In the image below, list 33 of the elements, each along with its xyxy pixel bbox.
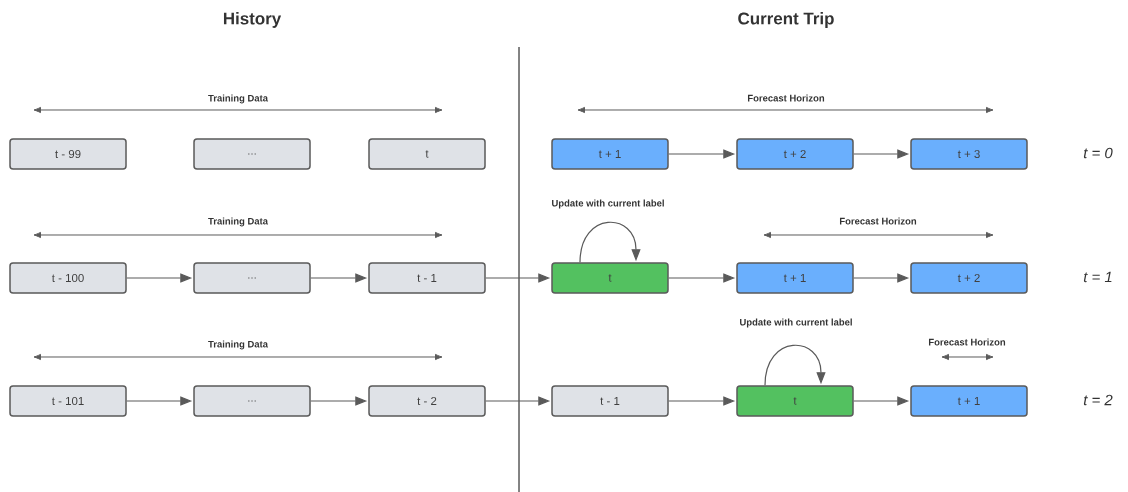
process-box: ... <box>193 138 311 170</box>
edge-label: Update with current label <box>550 198 666 210</box>
process-box: ... <box>193 262 311 294</box>
process-box: t + 2 <box>910 262 1028 294</box>
span-label: Training Data <box>208 340 269 350</box>
process-box: t + 1 <box>551 138 669 170</box>
process-box: t - 1 <box>368 262 486 294</box>
process-box: t <box>368 138 486 170</box>
loop-arrow <box>579 221 641 263</box>
edge-label: Update with current label <box>738 317 854 329</box>
time-step-label: t = 2 <box>1083 394 1113 406</box>
process-box: t - 99 <box>9 138 127 170</box>
process-box: t <box>736 385 854 417</box>
process-box: t + 2 <box>736 138 854 170</box>
span-label: Forecast Horizon <box>748 94 825 102</box>
process-box: t - 101 <box>9 385 127 417</box>
span-label: Training Data <box>208 94 269 104</box>
span-label: Forecast Horizon <box>840 217 917 225</box>
process-box: t + 3 <box>910 138 1028 170</box>
process-box: t <box>551 262 669 294</box>
time-step-label: t = 0 <box>1083 147 1113 159</box>
process-box: t - 100 <box>9 262 127 294</box>
process-box: t + 1 <box>910 385 1028 417</box>
process-box: t - 2 <box>368 385 486 417</box>
section-heading: Current Trip <box>738 12 834 28</box>
time-step-label: t = 1 <box>1083 271 1112 283</box>
loop-arrow <box>764 344 826 386</box>
process-box: ... <box>193 385 311 417</box>
span-label: Forecast Horizon <box>929 338 1006 346</box>
span-label: Training Data <box>208 217 269 227</box>
process-box: t + 1 <box>736 262 854 294</box>
section-heading: History <box>223 12 282 28</box>
process-box: t - 1 <box>551 385 669 417</box>
